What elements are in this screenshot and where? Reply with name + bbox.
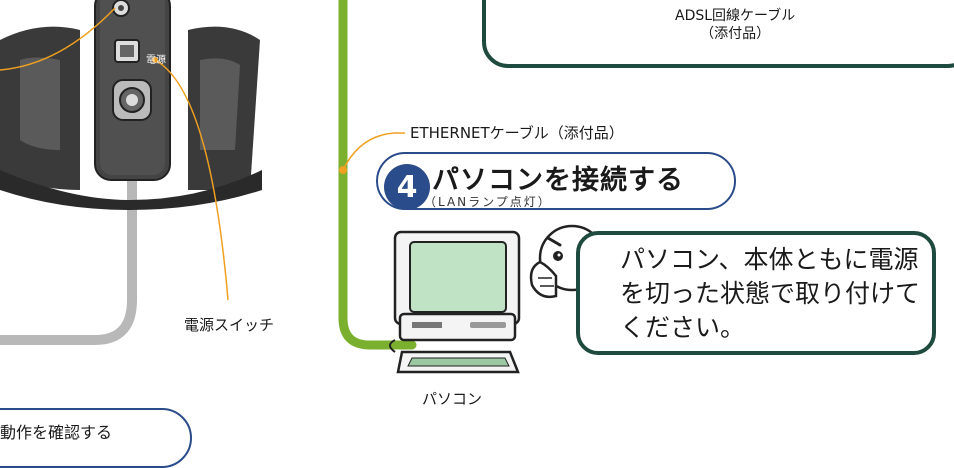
power-small-label: 電源	[146, 55, 166, 66]
adsl-panel-frame	[482, 0, 954, 68]
leader-line-power	[154, 59, 229, 301]
step-number-badge: 4	[384, 164, 430, 210]
next-step-text: 動作を確認する	[0, 423, 113, 442]
step-subtitle: （LANランプ点灯）	[424, 195, 552, 209]
caution-note-text: パソコン、本体ともに電源を切った状態で取り付けてください。	[620, 245, 921, 342]
step-title: パソコンを接続する	[432, 165, 684, 196]
adsl-cable-label: ADSL回線ケーブル （添付品）	[675, 8, 795, 43]
leader-line-left	[0, 7, 116, 71]
pc-label: パソコン	[422, 390, 483, 408]
power-cable	[0, 120, 137, 345]
pc-illustration	[389, 230, 521, 374]
caution-note-box	[576, 231, 936, 355]
adsl-cable-label-line1: ADSL回線ケーブル	[675, 8, 796, 24]
leader-line-ethernet	[342, 132, 405, 171]
ethernet-cable-label: ETHERNETケーブル（添付品）	[410, 124, 624, 142]
step-4-banner	[376, 152, 736, 210]
power-switch-label: 電源スイッチ	[184, 316, 275, 334]
ethernet-cable	[338, 0, 417, 350]
router-device	[0, 0, 262, 210]
adsl-cable-label-line2: （添付品）	[700, 25, 771, 42]
